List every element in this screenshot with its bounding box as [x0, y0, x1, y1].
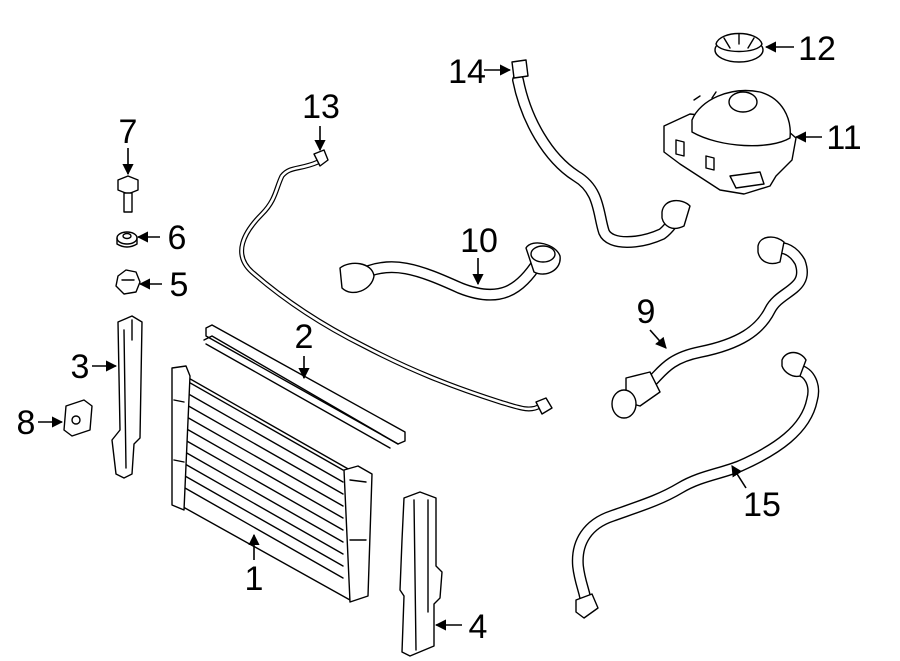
- callout-11: 11: [826, 119, 861, 157]
- callout-12: 12: [798, 30, 836, 68]
- callout-15: 15: [743, 486, 781, 524]
- callout-7: 7: [119, 113, 138, 151]
- callout-2: 2: [295, 318, 314, 356]
- bracket: [63, 399, 93, 437]
- callout-labels: 1 2 3 4 5 6 7 8 9 10 11 12 13 14 15: [17, 30, 862, 646]
- expansion-tank: [663, 89, 797, 195]
- callout-3: 3: [71, 348, 90, 386]
- callout-14: 14: [448, 53, 486, 91]
- callout-1: 1: [245, 560, 264, 598]
- tank-cap: [714, 32, 764, 63]
- callout-5: 5: [170, 266, 189, 304]
- callout-9: 9: [637, 293, 656, 331]
- upper-radiator-hose: [339, 242, 561, 301]
- nut: [116, 231, 138, 248]
- left-air-deflector: [111, 315, 143, 479]
- bolt: [117, 175, 139, 213]
- callout-10: 10: [460, 222, 498, 260]
- return-hose: [571, 351, 820, 619]
- right-air-deflector: [399, 491, 443, 657]
- callout-8: 8: [17, 404, 36, 442]
- leader-lines: [38, 41, 822, 631]
- callout-13: 13: [302, 88, 340, 126]
- callout-6: 6: [168, 219, 187, 257]
- sensor-line: [239, 149, 553, 415]
- mount-bushing: [115, 269, 141, 295]
- callout-4: 4: [469, 608, 488, 646]
- vent-hose: [511, 59, 691, 248]
- radiator-seal-strip: [203, 324, 406, 449]
- radiator: [171, 365, 373, 603]
- lower-radiator-hose: [611, 236, 808, 419]
